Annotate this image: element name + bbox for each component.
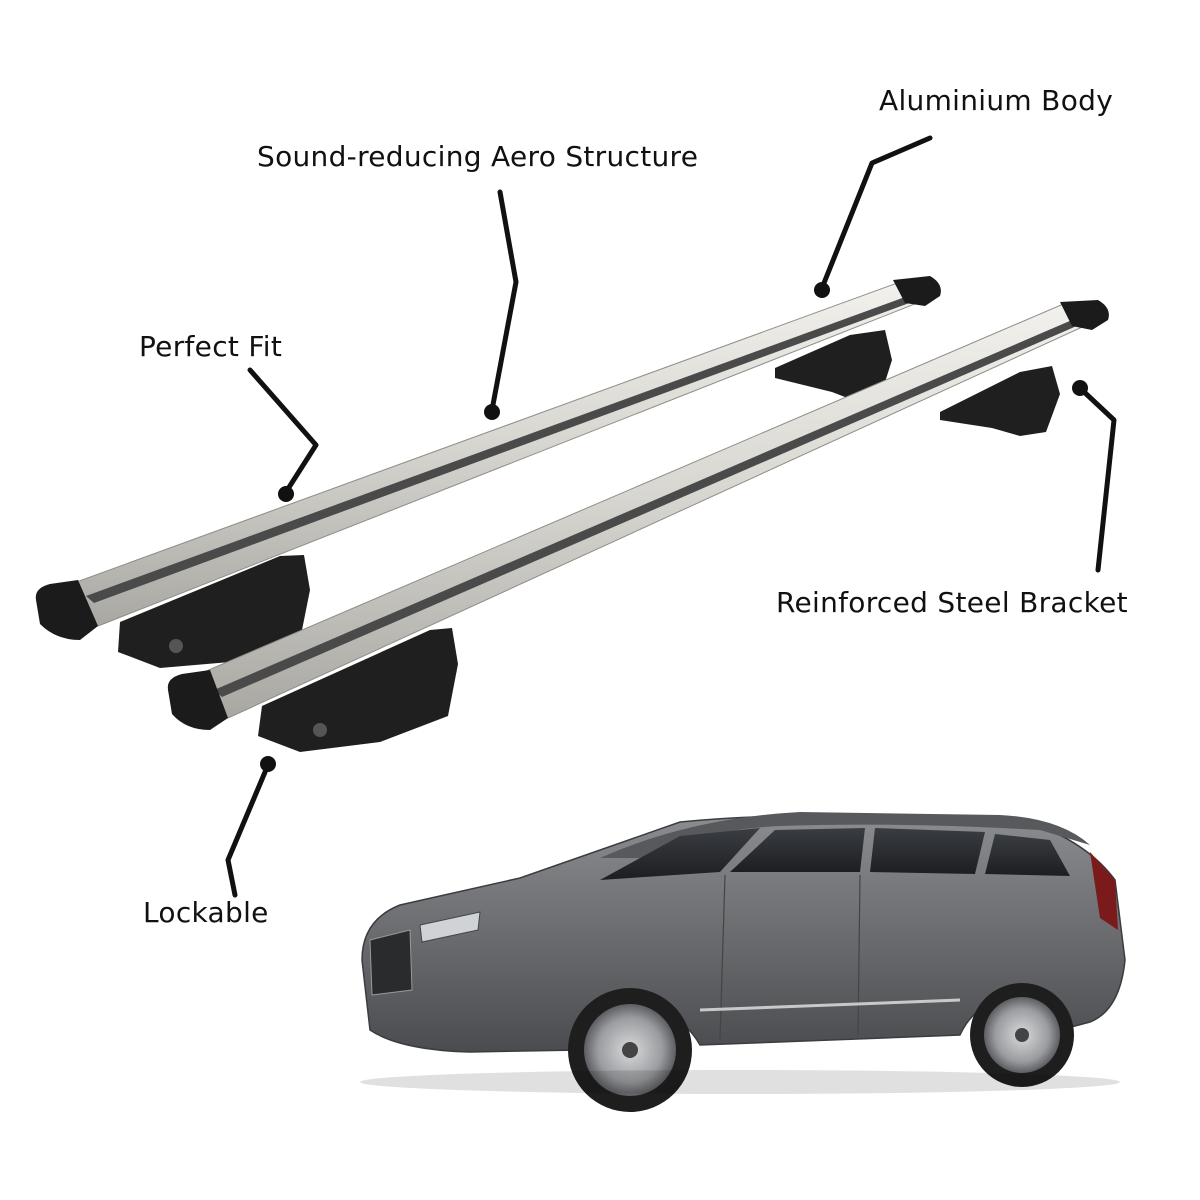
rear-bar-foot-left [118, 555, 310, 668]
callout-perfect-fit: Perfect Fit [139, 330, 283, 363]
front-crossbar [167, 300, 1109, 752]
car-estate-wagon [360, 812, 1126, 1112]
car-grille [369, 929, 413, 996]
rear-bar-lock-cylinder [169, 639, 183, 653]
car-shadow [360, 1070, 1120, 1094]
callout-lockable: Lockable [143, 896, 269, 929]
car-door-line [857, 874, 861, 1036]
callout-aluminium-body: Aluminium Body [879, 84, 1114, 117]
leader-aero-structure [489, 189, 519, 413]
front-bar-lock-cylinder [313, 723, 327, 737]
leader-dots [260, 282, 1088, 772]
car-windshield [600, 828, 760, 880]
car-roof [600, 812, 1090, 858]
front-bar-end-cap-right [1060, 300, 1109, 330]
leader-aluminium-body [819, 135, 933, 291]
leader-steel-bracket [1079, 387, 1117, 573]
car-tail-light [1090, 852, 1118, 930]
car-side-window-front [730, 828, 865, 872]
car-rear-hub [1015, 1028, 1029, 1042]
leader-dot [1072, 380, 1088, 396]
leader-dot [814, 282, 830, 298]
car-side-window-quarter [985, 834, 1070, 876]
front-bar-end-cap-left [167, 670, 228, 730]
front-bar-foot-left [258, 628, 458, 752]
leader-dot [278, 486, 294, 502]
leader-dot [484, 404, 500, 420]
car-chrome-strip [699, 998, 961, 1012]
rear-bar-rubber-strip [86, 297, 912, 603]
car-side-window-rear [870, 828, 985, 874]
rear-bar-end-cap-right [893, 276, 941, 306]
leader-perfect-fit [247, 367, 319, 495]
front-bar-rubber-strip [214, 320, 1079, 697]
rear-bar-end-cap-left [35, 580, 98, 640]
leader-dot [260, 756, 276, 772]
callout-aero-structure: Sound-reducing Aero Structure [257, 140, 699, 173]
leader-lines [225, 135, 1117, 898]
front-bar-foot-right [940, 366, 1060, 436]
car-door-line [719, 874, 726, 1041]
car-headlight [419, 911, 481, 943]
leader-lockable [225, 762, 271, 898]
car-front-hub [622, 1042, 638, 1058]
rear-bar-foot-right [775, 330, 892, 402]
rear-crossbar [35, 276, 941, 668]
callout-steel-bracket: Reinforced Steel Bracket [776, 586, 1128, 619]
